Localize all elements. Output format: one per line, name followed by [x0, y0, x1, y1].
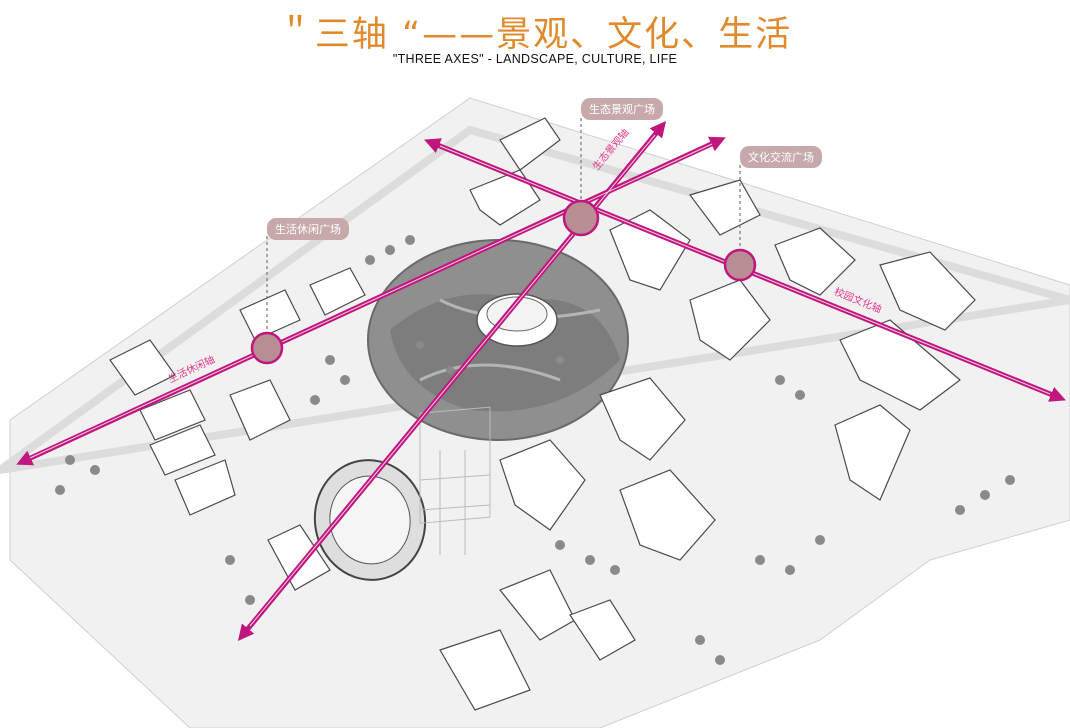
callout-life-plaza: 生活休闲广场	[267, 218, 349, 240]
node-life-plaza	[250, 331, 284, 365]
callout-culture-plaza: 文化交流广场	[740, 146, 822, 168]
node-ecology-plaza	[562, 199, 600, 237]
page-title: ＂三轴 “——景观、文化、生活	[277, 15, 793, 55]
node-culture-plaza	[723, 248, 757, 282]
page-subtitle: "THREE AXES" - LANDSCAPE, CULTURE, LIFE	[392, 52, 678, 66]
plaza-nodes	[250, 199, 757, 365]
callout-ecology-plaza: 生态景观广场	[581, 98, 663, 120]
